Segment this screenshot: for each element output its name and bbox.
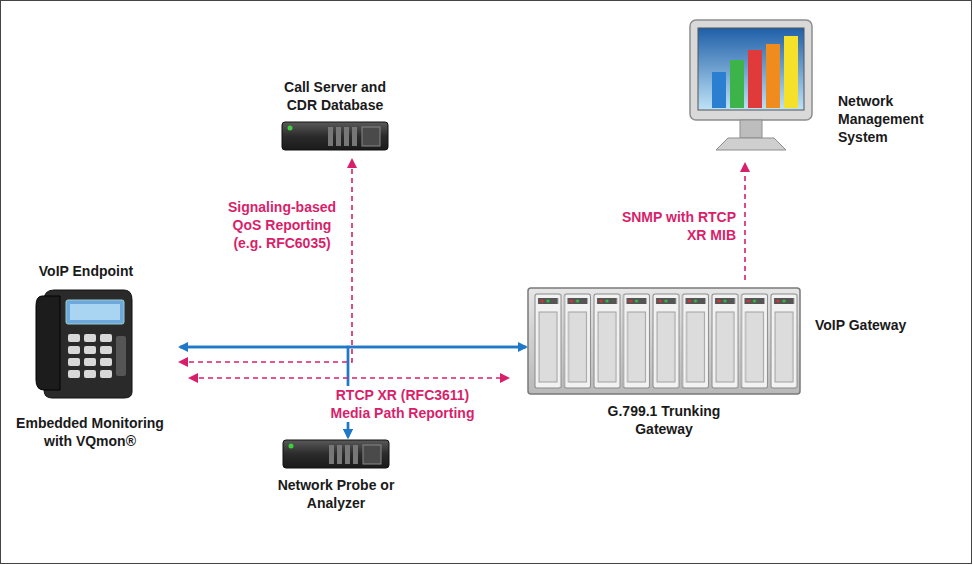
endpoint-node: VoIP EndpointEmbedded Monitoring with VQ…: [40, 290, 132, 398]
reporting-arrow: [180, 160, 352, 362]
probe-icon: [283, 440, 389, 468]
device-label: VoIP Endpoint: [20, 262, 152, 280]
phone-icon: [36, 290, 132, 398]
edge-label: Signaling-based QoS Reporting (e.g. RFC6…: [222, 198, 342, 252]
reporting-arrow: [744, 164, 746, 280]
reporting-arrow: [190, 377, 508, 379]
edge-label: SNMP with RTCP XR MIB: [612, 208, 736, 244]
device-label: Network Probe or Analyzer: [276, 476, 396, 512]
server-icon: [282, 122, 388, 150]
device-caption: Embedded Monitoring with VQmon®: [4, 414, 176, 450]
edge-label: RTCP XR (RFC3611) Media Path Reporting: [315, 386, 490, 422]
device-caption: G.799.1 Trunking Gateway: [594, 402, 734, 438]
gateway-icon: [528, 288, 800, 394]
monitor-icon: [690, 20, 812, 150]
device-label: Network Management System: [838, 92, 948, 146]
gateway-node: VoIP GatewayG.799.1 Trunking Gateway: [528, 288, 800, 394]
probe-node: Network Probe or Analyzer: [283, 440, 389, 468]
monitor-node: Network Management System: [690, 20, 812, 158]
device-label: Call Server and CDR Database: [270, 78, 400, 114]
device-label: VoIP Gateway: [815, 316, 955, 334]
server-node: Call Server and CDR Database: [282, 122, 388, 150]
